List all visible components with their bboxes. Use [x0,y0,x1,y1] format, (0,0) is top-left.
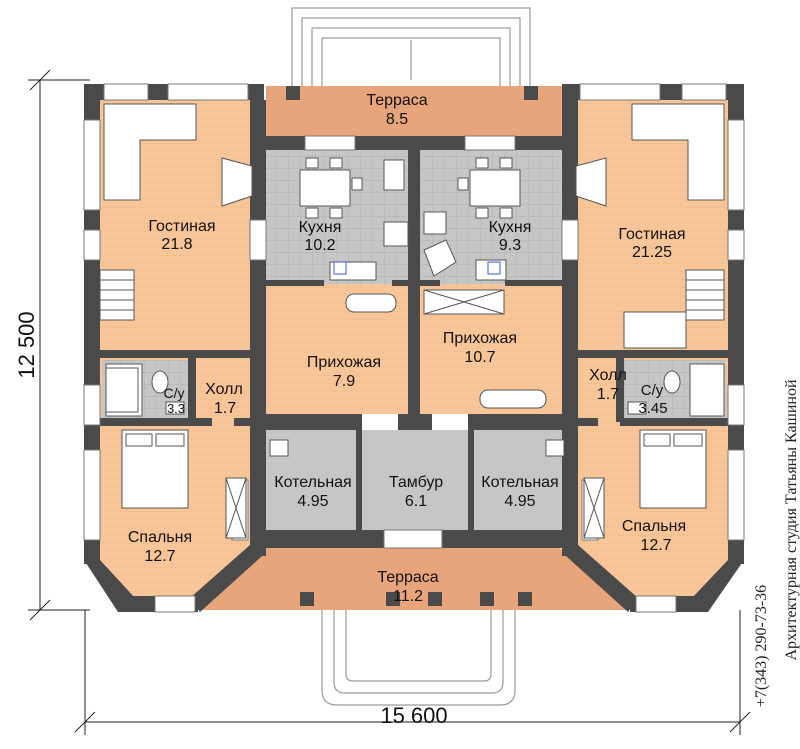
dimension-height: 12 500 [14,311,39,378]
vestibule-area: 6.1 [405,493,427,510]
wc-right-area: 3.45 [638,400,667,417]
kitchen-left-area: 10.2 [304,237,335,254]
terrace-bottom-name: Терраса [377,569,438,586]
fixture-marks [333,261,501,275]
bedroom-right-name: Спальня [622,518,686,535]
furniture [99,103,725,539]
bedroom-left-name: Спальня [128,529,192,546]
steps-top [291,7,531,89]
hall-entry-left-name: Прихожая [307,354,381,371]
wc-left-name: С/у [164,385,185,401]
vestibule-floor [360,430,472,530]
bedroom-right-area: 12.7 [640,537,671,554]
holl-right-name: Холл [589,367,627,384]
wc-right-name: С/у [641,382,664,399]
studio-name: Архитектурная студия Татьяны Кашиной [783,379,800,661]
vestibule-name: Тамбур [389,474,443,491]
boiler-left-area: 4.95 [297,493,328,510]
dimension-lines [28,69,751,735]
kitchen-right-name: Кухня [489,219,532,236]
terrace-bottom-area: 11.2 [393,588,423,605]
boiler-right-name: Котельная [481,474,558,491]
terrace-top-area: 8.5 [386,111,408,128]
living-left-area: 21.8 [161,236,192,253]
dimension-width: 15 600 [380,703,447,728]
boiler-left-name: Котельная [274,474,351,491]
living-left-name: Гостиная [148,218,215,235]
studio-phone: +7(343) 290-73-36 [753,585,770,707]
kitchen-right-area: 9.3 [499,237,521,254]
room-labels: Терраса 8.5 Гостиная 21.8 Кухня 10.2 Кух… [128,92,686,605]
boiler-right-area: 4.95 [504,493,535,510]
hall-entry-left-area: 7.9 [333,373,355,390]
hall-entry-right-area: 10.7 [464,349,495,366]
bedroom-left-area: 12.7 [144,548,175,565]
kitchen-left-name: Кухня [299,219,342,236]
holl-left-name: Холл [205,381,243,398]
terrace-top-floor [266,86,562,138]
hall-entry-right-name: Прихожая [443,330,517,347]
terrace-top-name: Терраса [366,92,427,109]
holl-left-area: 1.7 [214,400,236,417]
living-right-name: Гостиная [618,226,685,243]
holl-right-area: 1.7 [597,386,619,403]
steps-bottom [321,608,516,706]
wc-left-area: 3.3 [167,401,185,416]
windows [83,83,745,613]
living-right-area: 21.25 [632,244,672,261]
